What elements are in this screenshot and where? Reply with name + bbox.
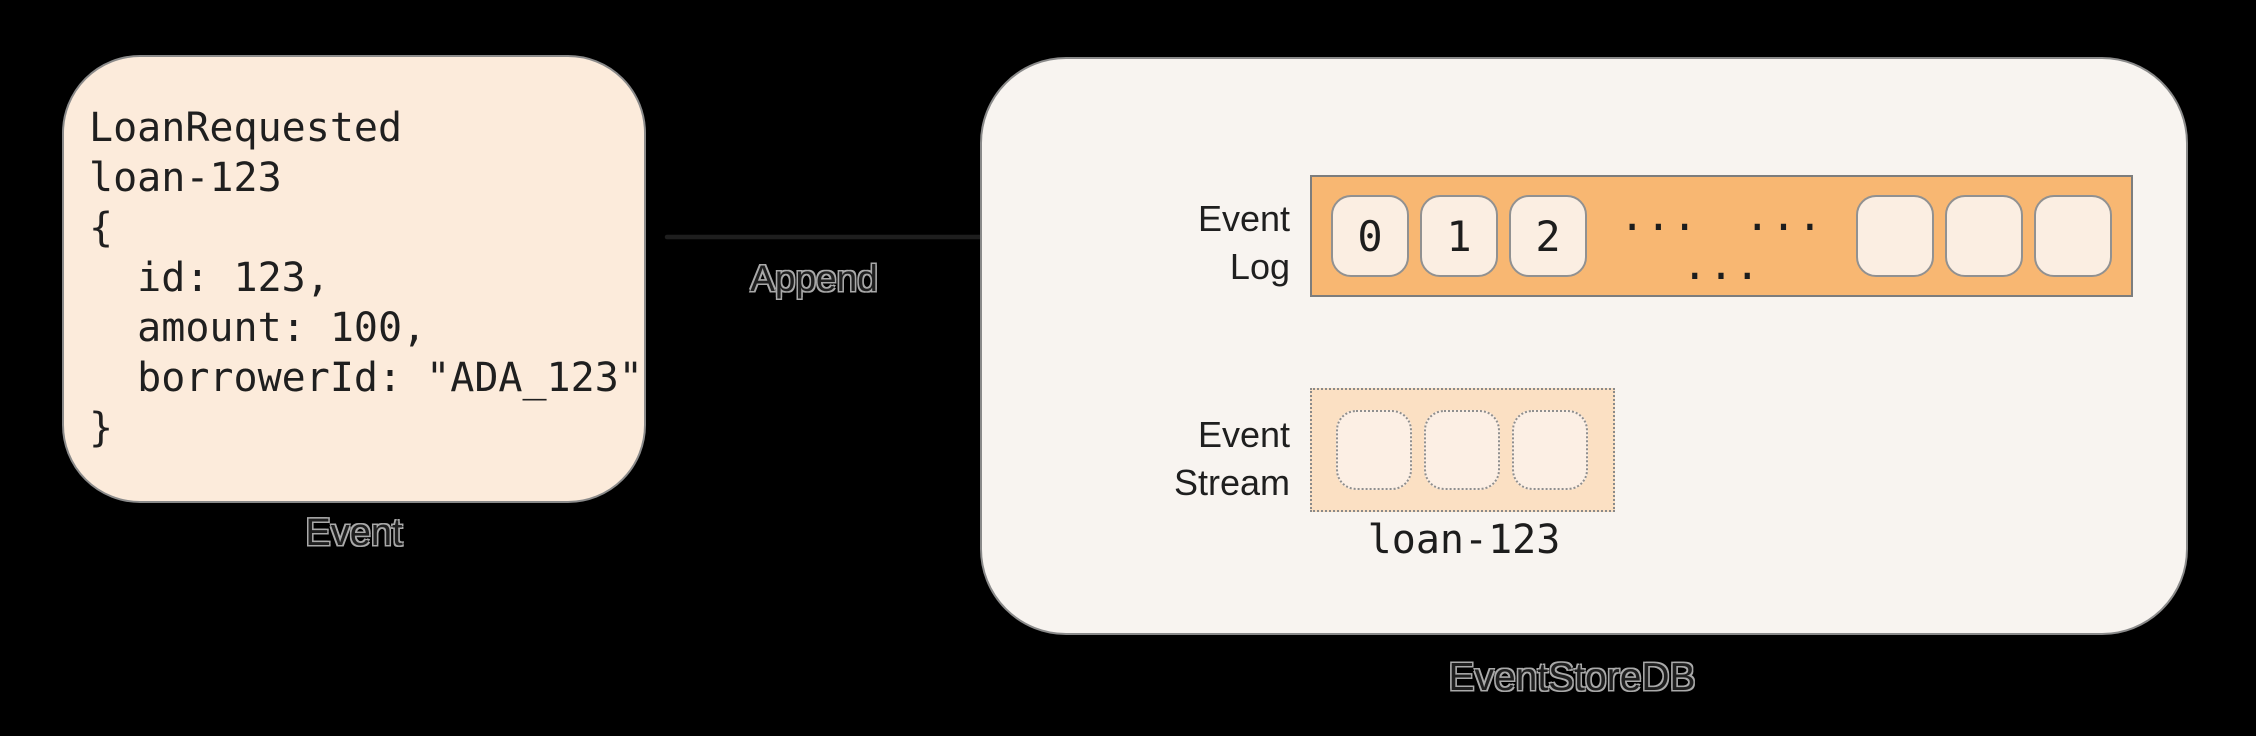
event-log-ellipsis: ... ... ... <box>1619 191 1824 289</box>
event-stream-slot <box>1424 410 1500 490</box>
event-log-label: Event Log <box>1050 195 1290 291</box>
eventstoredb-caption: EventStoreDB <box>1448 656 1696 699</box>
event-log-slot-number: 0 <box>1357 211 1383 261</box>
event-stream-box <box>1310 388 1615 512</box>
stream-name: loan-123 <box>1367 517 1561 563</box>
code-line: } <box>89 405 114 451</box>
event-log-slot: 1 <box>1420 195 1498 277</box>
event-log-empty-slots <box>1856 195 2112 277</box>
event-log-filled-slots: 0 1 2 <box>1331 195 1587 277</box>
event-log-empty-slot <box>1856 195 1934 277</box>
event-stream-label-line2: Stream <box>1173 462 1290 503</box>
event-stream-label-line1: Event <box>1197 414 1290 455</box>
eventstoredb-container: Event Log 0 1 2 ... ... ... E <box>980 57 2188 635</box>
code-line: LoanRequested <box>89 105 403 151</box>
event-card-caption: Event <box>305 512 403 554</box>
event-log-empty-slot <box>1945 195 2023 277</box>
event-log-slot-number: 2 <box>1535 211 1561 261</box>
code-line: amount: 100, <box>89 305 427 351</box>
event-stream-slot <box>1512 410 1588 490</box>
event-log-slot: 0 <box>1331 195 1409 277</box>
event-stream-label: Event Stream <box>1050 411 1290 507</box>
code-line: { <box>89 205 114 251</box>
code-line: id: 123, <box>89 255 330 301</box>
append-label: Append <box>750 258 878 299</box>
event-log-empty-slot <box>2034 195 2112 277</box>
event-log-label-line2: Log <box>1229 246 1290 287</box>
event-stream-slot <box>1336 410 1412 490</box>
event-log-bar: 0 1 2 ... ... ... <box>1310 175 2133 297</box>
event-log-slot-number: 1 <box>1446 211 1472 261</box>
event-log-label-line1: Event <box>1197 198 1290 239</box>
code-line: loan-123 <box>89 155 282 201</box>
code-line: borrowerId: "ADA_123" <box>89 355 643 401</box>
event-log-slot: 2 <box>1509 195 1587 277</box>
